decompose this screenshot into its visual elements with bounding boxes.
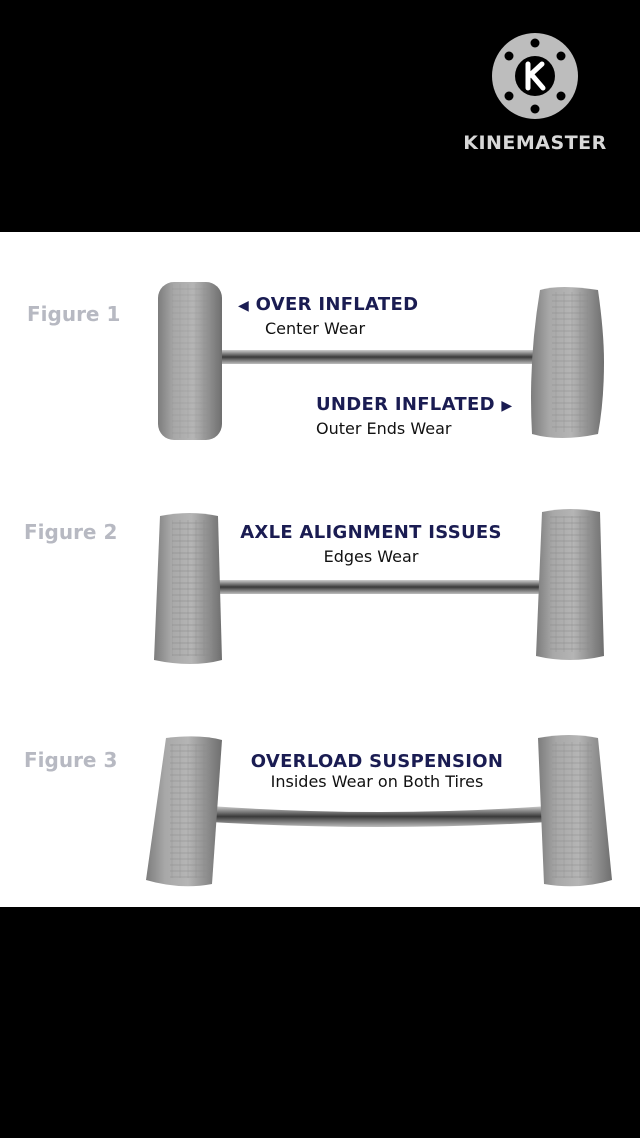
axle-alignment-caption: AXLE ALIGNMENT ISSUES Edges Wear xyxy=(236,522,506,566)
tire-right xyxy=(531,287,604,438)
tire-left xyxy=(146,736,222,887)
tire-right xyxy=(536,509,604,660)
tire-right xyxy=(538,735,612,887)
arrow-left-icon: ◀ xyxy=(238,298,250,314)
figure-2-label: Figure 2 xyxy=(24,520,118,544)
over-inflated-caption: ◀ OVER INFLATED Center Wear xyxy=(238,294,438,338)
figure-2-axle xyxy=(154,509,604,664)
caption-title: AXLE ALIGNMENT ISSUES xyxy=(240,522,502,543)
tire-left xyxy=(158,282,222,440)
diagram-graphics xyxy=(146,282,612,887)
figure-3-axle xyxy=(146,735,612,887)
top-letterbox: KINEMASTER xyxy=(0,0,640,232)
axle-bar xyxy=(212,580,544,594)
axle-bar xyxy=(210,806,548,827)
arrow-right-icon: ▶ xyxy=(501,398,513,414)
kinemaster-logo-icon xyxy=(492,33,578,119)
caption-subtitle: Outer Ends Wear xyxy=(316,419,452,438)
tire-wear-diagram: Figure 1 ◀ OVER INFLATED Center Wear UND… xyxy=(0,232,640,907)
axle-bar xyxy=(215,350,545,364)
caption-subtitle: Insides Wear on Both Tires xyxy=(270,772,484,791)
tire-left xyxy=(154,513,222,664)
kinemaster-watermark-text: KINEMASTER xyxy=(463,132,607,154)
under-inflated-caption: UNDER INFLATED ▶ Outer Ends Wear xyxy=(316,394,536,438)
bottom-letterbox xyxy=(0,907,640,1138)
caption-subtitle: Center Wear xyxy=(265,319,366,338)
overload-suspension-caption: OVERLOAD SUSPENSION Insides Wear on Both… xyxy=(236,751,518,791)
figure-3-label: Figure 3 xyxy=(24,748,118,772)
figure-1-axle xyxy=(158,282,604,440)
caption-subtitle: Edges Wear xyxy=(323,547,419,566)
figure-1-label: Figure 1 xyxy=(27,302,121,326)
caption-title: OVER INFLATED xyxy=(255,294,419,315)
caption-title: UNDER INFLATED xyxy=(316,394,495,415)
caption-title: OVERLOAD SUSPENSION xyxy=(250,751,504,772)
